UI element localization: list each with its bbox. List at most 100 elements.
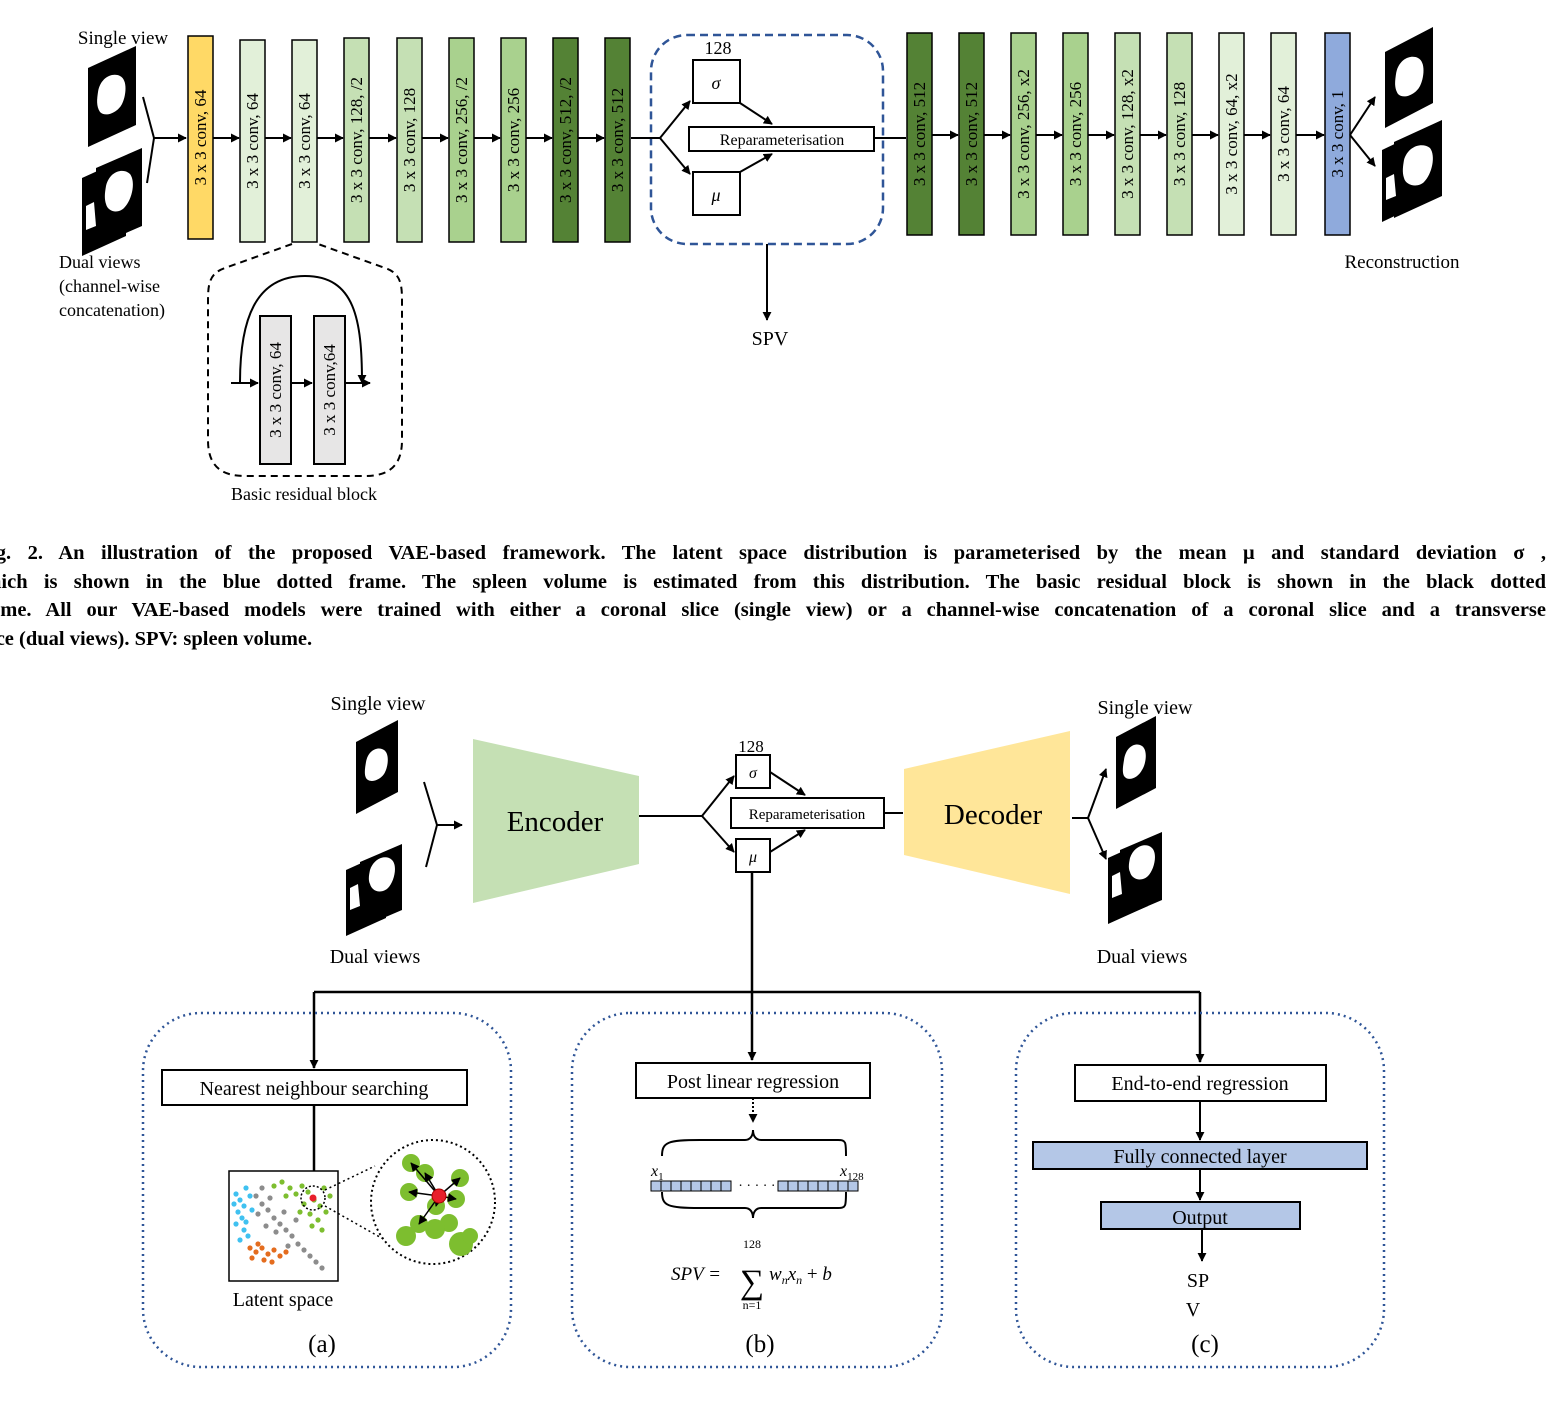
x128-label: x128 xyxy=(839,1163,864,1183)
encoder-layer-2-label: 3 x 3 conv, 64 xyxy=(243,93,262,189)
residual-block-label: Basic residual block xyxy=(231,484,377,504)
scatter-point-orange xyxy=(253,1249,259,1255)
spv-output-line2: V xyxy=(1186,1299,1201,1321)
residual-layer-1 xyxy=(259,315,292,465)
panel-a-frame xyxy=(141,1011,513,1369)
single-view-label: Single view xyxy=(78,28,169,49)
scatter-point-cyan xyxy=(247,1193,253,1199)
dual-views-label-right: Dual views xyxy=(1097,946,1188,968)
scatter-point-green xyxy=(309,1223,315,1229)
scatter-point-gray xyxy=(295,1241,301,1247)
decoder-layer-5-label: 3 x 3 conv, 128, x2 xyxy=(1118,69,1137,199)
scatter-point-gray xyxy=(259,1185,265,1191)
spv-formula-rhs: wnxn + b xyxy=(769,1264,832,1287)
bottom-framework-diagram: Single view Dual views Encoder 128 σ μ R… xyxy=(141,693,1386,1369)
vector-cell xyxy=(680,1180,692,1192)
scatter-point-gray xyxy=(289,1233,295,1239)
dual-views-label-left: Dual views xyxy=(330,946,421,968)
scatter-point-gray xyxy=(253,1193,259,1199)
vector-cell xyxy=(847,1180,859,1192)
dual-views-label-top-line2: (channel-wise xyxy=(59,276,160,297)
mu-box-top xyxy=(692,171,741,216)
panel-c-label: (c) xyxy=(1191,1331,1219,1358)
encoder-layer-5 xyxy=(396,37,423,243)
nearest-neighbour-label: Nearest neighbour searching xyxy=(200,1078,429,1100)
encoder-block xyxy=(473,739,639,903)
single-view-label-right: Single view xyxy=(1098,697,1194,719)
vector-cell xyxy=(807,1180,819,1192)
vector-cells-left xyxy=(650,1180,732,1192)
scatter-point-green xyxy=(305,1189,311,1195)
caption-line-1: ig. 2. An illustration of the proposed V… xyxy=(0,542,1546,564)
scatter-point-cyan xyxy=(241,1203,247,1209)
reconstruction-dual-image xyxy=(1382,120,1442,222)
top-brace xyxy=(661,1129,847,1157)
encoder-layer-7-label: 3 x 3 conv, 256 xyxy=(504,88,523,192)
scatter-point-orange xyxy=(259,1245,265,1251)
decoder-layer-6-label: 3 x 3 conv, 128 xyxy=(1170,82,1189,186)
dual-views-label-top-line3: concatenation) xyxy=(59,300,165,321)
encoder-layer-6-label: 3 x 3 conv, 256, /2 xyxy=(452,77,471,203)
encoder-layers: 3 x 3 conv, 64 3 x 3 conv, 64 3 x 3 conv, … xyxy=(187,35,631,243)
vector-cell xyxy=(710,1180,722,1192)
scatter-point-cyan xyxy=(243,1185,249,1191)
encoder-layer-1-label: 3 x 3 conv, 64 xyxy=(191,89,210,185)
scatter-point-gray xyxy=(267,1195,273,1201)
scatter-point-orange xyxy=(255,1241,261,1247)
input-merge-arrow-bottom xyxy=(423,781,463,868)
decoder-block xyxy=(904,731,1070,894)
fully-connected-label: Fully connected layer xyxy=(1113,1146,1287,1168)
output-box xyxy=(1100,1201,1301,1230)
decoder-layer-5 xyxy=(1114,32,1141,236)
scatter-point-orange xyxy=(249,1255,255,1261)
scatter-point-cyan xyxy=(233,1191,239,1197)
scatter-point-gray xyxy=(285,1243,291,1249)
sum-sign: ∑ xyxy=(740,1264,764,1301)
panel-c-frame xyxy=(1014,1011,1386,1369)
scatter-point-gray xyxy=(283,1227,289,1233)
panel-b: Post linear regression x1 x128 · · · · ·… xyxy=(635,1062,871,1358)
encoder-layer-4-label: 3 x 3 conv, 128, /2 xyxy=(347,77,366,203)
scatter-point-gray xyxy=(263,1223,269,1229)
vector-cell xyxy=(827,1180,839,1192)
bottom-brace xyxy=(661,1191,847,1219)
scatter-point-green xyxy=(299,1183,305,1189)
scatter-point-green xyxy=(323,1209,329,1215)
panel-a: Nearest neighbour searching Latent space… xyxy=(161,1069,496,1358)
vector-cell xyxy=(797,1180,809,1192)
vector-cells-right xyxy=(777,1180,859,1192)
residual-block-frame: 3 x 3 conv, 64 3 x 3 conv,64 Basic resid… xyxy=(207,243,403,504)
zoom-neighbours xyxy=(396,1154,478,1256)
residual-layer-2-label: 3 x 3 conv,64 xyxy=(320,344,339,436)
scatter-point-cyan xyxy=(233,1221,239,1227)
neighbour-point xyxy=(462,1228,478,1244)
latent-frame-top: 128 σ μ Reparameterisation xyxy=(631,33,906,321)
scatter-point-orange xyxy=(277,1253,283,1259)
encoder-layer-5-label: 3 x 3 conv, 128 xyxy=(400,88,419,192)
dual-views-label-top: Dual views xyxy=(59,252,140,272)
encoder-layer-9 xyxy=(604,37,631,243)
panel-a-label: (a) xyxy=(308,1331,336,1358)
scatter-point-green xyxy=(327,1193,333,1199)
query-point-zoom xyxy=(431,1188,447,1204)
scatter-point-cyan xyxy=(243,1219,249,1225)
scatter-point-green xyxy=(307,1211,313,1217)
dual-views-image-left xyxy=(346,844,402,936)
reparam-label-top: Reparameterisation xyxy=(720,132,844,149)
scatter-point-gray xyxy=(273,1229,279,1235)
encoder-layer-1 xyxy=(187,35,214,240)
panel-c: End-to-end regression Fully connected la… xyxy=(1032,1064,1368,1358)
scatter-point-orange xyxy=(269,1259,275,1265)
scatter-point-green xyxy=(293,1191,299,1197)
scatter-point-cyan xyxy=(231,1201,237,1207)
scatter-point-cyan xyxy=(237,1197,243,1203)
output-split-arrow-bottom xyxy=(1072,768,1108,860)
reconstruction-label: Reconstruction xyxy=(1344,252,1460,273)
vector-cell xyxy=(670,1180,682,1192)
encoder-layer-8 xyxy=(552,37,579,243)
encoder-layer-6 xyxy=(448,37,475,243)
sigma-symbol-bottom: σ xyxy=(749,765,758,782)
panel-b-label: (b) xyxy=(745,1331,774,1358)
scatter-point-cyan xyxy=(237,1237,243,1243)
scatter-point-gray xyxy=(255,1211,261,1217)
